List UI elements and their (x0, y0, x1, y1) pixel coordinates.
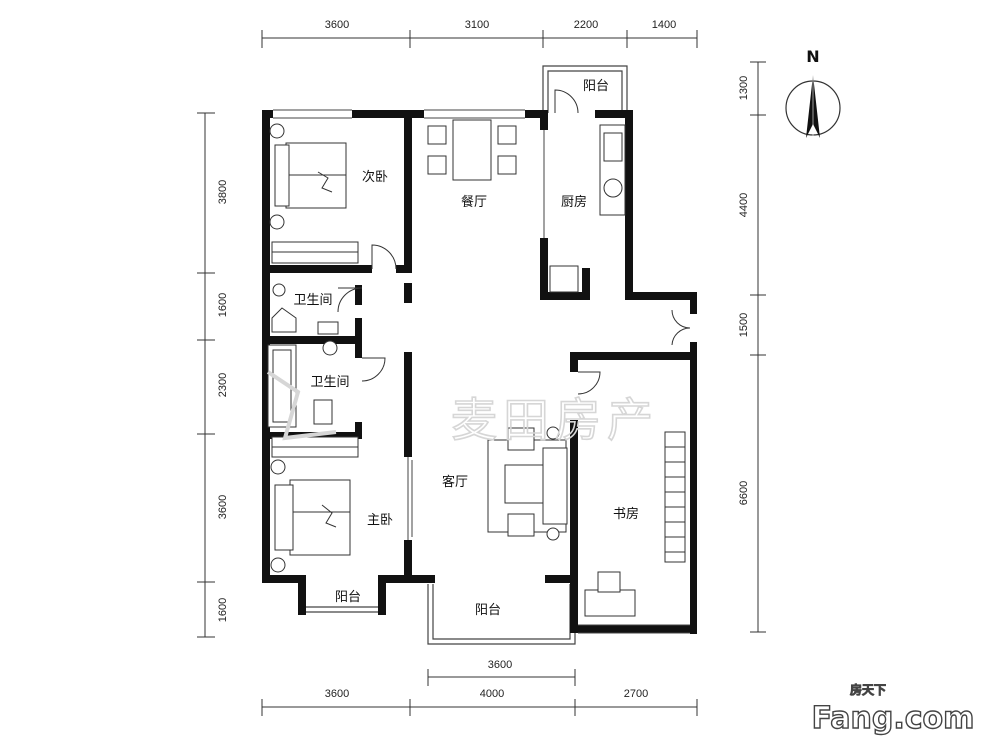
dining-table (427, 119, 517, 181)
fang-logo: 房天下 Fang.com (811, 682, 975, 737)
room-label-second-bedroom: 次卧 (362, 169, 388, 185)
dim-bottom-1: 3600 (325, 688, 349, 700)
room-label-dining: 餐厅 (461, 194, 487, 210)
room-label-living: 客厅 (442, 474, 468, 490)
kitchen-counter (549, 124, 626, 293)
wardrobe-master-bedroom (271, 436, 359, 458)
dimension-lines (197, 30, 766, 716)
walls (262, 110, 697, 634)
watermark-text: 麦田房产 (451, 393, 659, 447)
doors (337, 89, 691, 395)
watermark: 麦田房产 (266, 370, 659, 448)
room-label-kitchen: 厨房 (561, 194, 587, 210)
dim-left-5: 1600 (217, 598, 229, 622)
dim-right-1: 1300 (738, 76, 750, 100)
bathroom-2-fixtures (267, 340, 338, 428)
bed-second-bedroom (269, 123, 347, 230)
dim-right-3: 1500 (738, 313, 750, 337)
study-bookshelf (664, 431, 686, 563)
study-desk (584, 571, 636, 617)
north-label: N (806, 47, 819, 66)
dim-left-3: 2300 (217, 373, 229, 397)
dim-bottom-inner: 3600 (488, 659, 512, 671)
room-label-balcony-living: 阳台 (475, 603, 501, 618)
dim-left-1: 3800 (217, 180, 229, 204)
dim-top-3: 2200 (574, 19, 598, 31)
dim-bottom-2: 4000 (480, 688, 504, 700)
room-label-master-bedroom: 主卧 (367, 513, 393, 528)
living-sofa-set (487, 426, 568, 541)
room-label-bathroom-1: 卫生间 (293, 293, 332, 308)
dim-top-4: 1400 (652, 19, 676, 31)
logo-text: Fang.com (812, 701, 975, 736)
room-label-balcony-master: 阳台 (335, 590, 361, 605)
wardrobe-second-bedroom (271, 241, 359, 264)
dim-right-2: 4400 (738, 193, 750, 217)
dim-left-4: 3600 (217, 495, 229, 519)
north-compass: N (785, 47, 841, 138)
room-label-balcony-top: 阳台 (583, 79, 609, 94)
dim-top-1: 3600 (325, 19, 349, 31)
logo-subtext: 房天下 (850, 682, 886, 697)
windows (273, 109, 690, 634)
room-label-bathroom-2: 卫生间 (310, 375, 349, 390)
dim-bottom-3: 2700 (624, 688, 648, 700)
dim-top-2: 3100 (465, 19, 489, 31)
furniture (267, 119, 686, 617)
dim-left-2: 1600 (217, 293, 229, 317)
dim-right-4: 6600 (738, 481, 750, 505)
bed-master-bedroom (270, 459, 351, 573)
room-label-study: 书房 (613, 506, 639, 522)
bathroom-1-fixtures (271, 283, 339, 335)
